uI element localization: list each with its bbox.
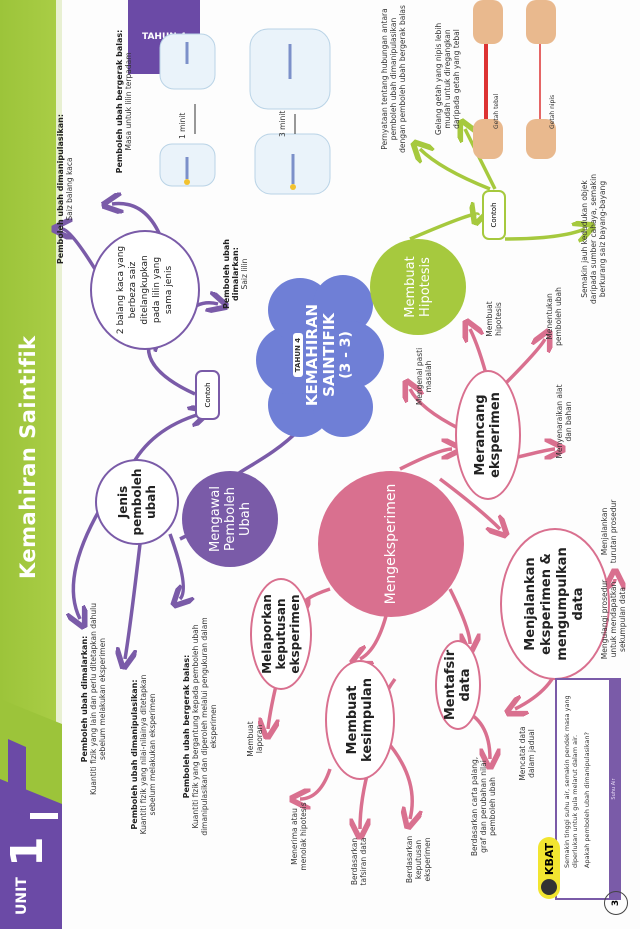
step-mengenal-pasti-masalah: Mengenal pasti masalah [415,347,433,406]
example-constant: Pemboleh ubah dimalarkan:Saiz lilin [222,239,249,310]
step-menerima-menolak: Menerima atau menolak hipotesis [290,802,308,871]
time-3-minutes: 3 minit [278,110,287,137]
unit-logo [0,699,62,929]
jar-illustrations [159,28,331,195]
example-manipulated: Pemboleh ubah dimanipulasikan:Saiz balan… [56,113,74,265]
page-number: 3 [604,891,628,915]
kbat-box: Semakin tinggi suhu air, semakin pendek … [555,678,621,900]
step-membuat-laporan: Membuat laporan [246,721,264,757]
node-merancang-eksperimen: Merancang eksperimen [455,370,521,500]
step-berdasarkan-keputusan: Berdasarkan keputusan eksperimen [405,835,432,884]
step-membuat-hipotesis: Membuat hipotesis [485,301,503,337]
step-menjalankan-turutan: Menjalankan turutan prosedur [600,499,618,564]
center-heading: KEMAHIRAN SAINTIFIK [303,303,338,407]
node-melaporkan-keputusan: Melaporkan keputusan eksperimen [250,578,312,690]
definition-constant: Pemboleh ubah dimalarkan:Kuantiti fizik … [80,603,107,795]
node-mentafsir-data: Mentafsir data [435,640,481,730]
brain-icon [541,879,557,895]
node-membuat-hipotesis: Membuat Hipotesis [370,239,466,335]
definition-responding: Pemboleh ubah bergerak balas:Kuantiti fi… [182,617,218,836]
time-1-minute: 1 minit [178,112,187,139]
example-responding: Pemboleh ubah bergerak balas:Masa untuk … [115,29,133,174]
center-subtitle: (3 - 3) [338,331,354,379]
kbat-badge: KBAT [538,837,560,899]
contoh-box-purple: Contoh [195,370,220,420]
step-berdasarkan-tafsiran: Berdasarkan tafsiran data [350,837,368,886]
center-title: TAHUN 4 KEMAHIRAN SAINTIFIK (3 - 3) [285,285,354,425]
thick-band-label: Getah tebal [493,93,500,129]
hypothesis-example-2: Semakin jauh kedudukan objek daripada su… [580,174,607,304]
center-cloud [256,275,384,437]
hypothesis-definition: Pernyataan tentang hubungan antara pembo… [380,5,407,153]
example-jars: 2 balang kaca yang berbeza saiz ditelang… [90,230,200,350]
hypothesis-example-1: Gelang getah yang nipis lebih mudah untu… [434,22,461,136]
definition-manipulated: Pemboleh ubah dimanipulasikan:Kuantiti f… [130,674,157,835]
contoh-box-green: Contoh [482,190,506,240]
kbat-answer: Suhu Air [609,680,619,898]
node-jenis-pemboleh-ubah: Jenis pemboleh ubah [95,459,179,545]
rubber-band-hands [473,0,556,159]
step-menyenaraikan-alat: Menyenaraikan alat dan bahan [555,384,573,459]
node-membuat-kesimpulan: Membuat kesimpulan [325,660,395,780]
node-mengeksperimen: Mengeksperimen [318,471,464,617]
kbat-label: KBAT [542,843,556,876]
node-mengawal-pemboleh-ubah: Mengawal Pemboleh Ubah [182,471,278,567]
step-mencatat-data: Mencatat data dalam jadual [518,726,536,781]
kbat-text: Semakin tinggi suhu air, semakin pendek … [563,695,579,868]
node-menjalankan-eksperimen: Menjalankan eksperimen & mengumpulkan da… [500,528,610,680]
step-berdasarkan-carta: Berdasarkan carta palang, graf dan perub… [470,756,497,857]
kbat-question: Apakah pemboleh ubah dimanipulasikan? [583,732,591,868]
thin-band-label: Getah nipis [549,94,556,129]
step-mengulangi-prosedur: Mengulangi prosedur untuk mendapatkan se… [600,579,627,660]
step-menentukan-pemboleh-ubah: Menentukan pemboleh ubah [545,287,563,346]
center-year-badge: TAHUN 4 [293,332,303,378]
